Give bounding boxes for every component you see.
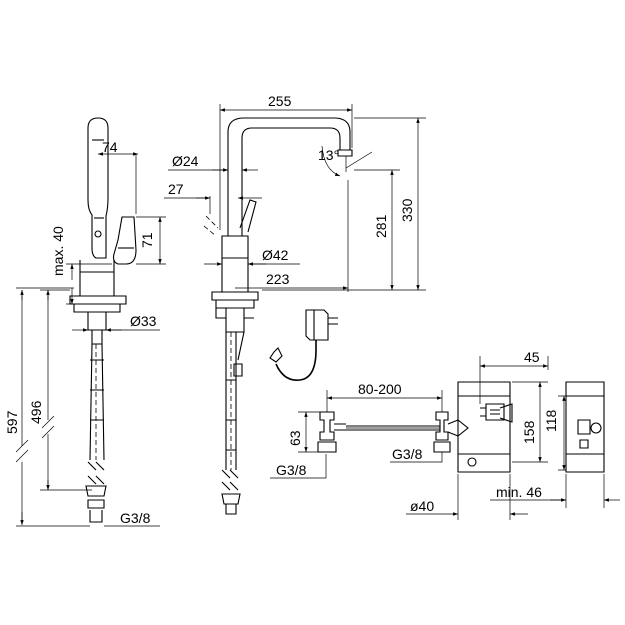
dim-597: 597 (4, 287, 90, 527)
dim-80-200: 80-200 (326, 381, 443, 412)
label-angle: 13° (318, 147, 339, 163)
label-281: 281 (373, 214, 389, 238)
connection-set (317, 411, 469, 453)
dim-255: 255 (219, 93, 353, 230)
dim-27: 27 (164, 181, 262, 214)
dim-min46: min. 46 (490, 474, 620, 508)
dim-g38-left: G3/8 (104, 510, 160, 527)
dim-281: 281 (262, 169, 400, 291)
dim-d42: Ø42 (204, 247, 300, 266)
dim-330: 330 (354, 117, 426, 291)
control-box-side (565, 381, 605, 473)
label-158: 158 (521, 420, 537, 444)
dim-g38-mid: G3/8 (270, 454, 327, 479)
label-496: 496 (28, 400, 44, 424)
label-d42: Ø42 (262, 247, 289, 263)
dim-496: 496 (28, 289, 92, 491)
dim-d40: ø40 (406, 474, 528, 520)
front-view-faucet: 13° (203, 117, 373, 515)
label-71: 71 (139, 232, 155, 248)
dim-74: 74 (98, 139, 138, 214)
label-255: 255 (268, 93, 292, 109)
dim-45: 45 (479, 349, 549, 404)
label-330: 330 (399, 198, 415, 222)
label-118: 118 (543, 409, 559, 432)
label-223: 223 (266, 271, 290, 287)
label-63: 63 (287, 430, 303, 446)
label-74: 74 (102, 139, 118, 155)
label-g38-mid: G3/8 (276, 462, 307, 478)
dim-max40: max. 40 (50, 226, 112, 305)
dim-71: 71 (136, 216, 166, 265)
dim-223: 223 (235, 180, 349, 292)
label-d24: Ø24 (172, 153, 199, 169)
label-597: 597 (4, 410, 20, 434)
label-d40: ø40 (410, 498, 434, 514)
power-adapter (269, 309, 338, 381)
dim-g38-valve: G3/8 (390, 446, 443, 463)
label-min46: min. 46 (496, 484, 542, 500)
label-27: 27 (168, 181, 184, 197)
dim-158: 158 (512, 381, 548, 463)
control-box-front (457, 381, 513, 473)
dim-d33: Ø33 (72, 313, 160, 332)
dim-d24: Ø24 (168, 153, 258, 172)
side-view-faucet (69, 117, 137, 523)
label-max40: max. 40 (50, 226, 66, 276)
dim-118: 118 (543, 395, 566, 471)
dim-63: 63 (287, 411, 320, 453)
label-45: 45 (524, 349, 540, 365)
label-g38-valve: G3/8 (392, 446, 423, 462)
label-80-200: 80-200 (358, 381, 402, 397)
label-d33: Ø33 (130, 313, 157, 329)
label-g38-left: G3/8 (120, 510, 151, 526)
